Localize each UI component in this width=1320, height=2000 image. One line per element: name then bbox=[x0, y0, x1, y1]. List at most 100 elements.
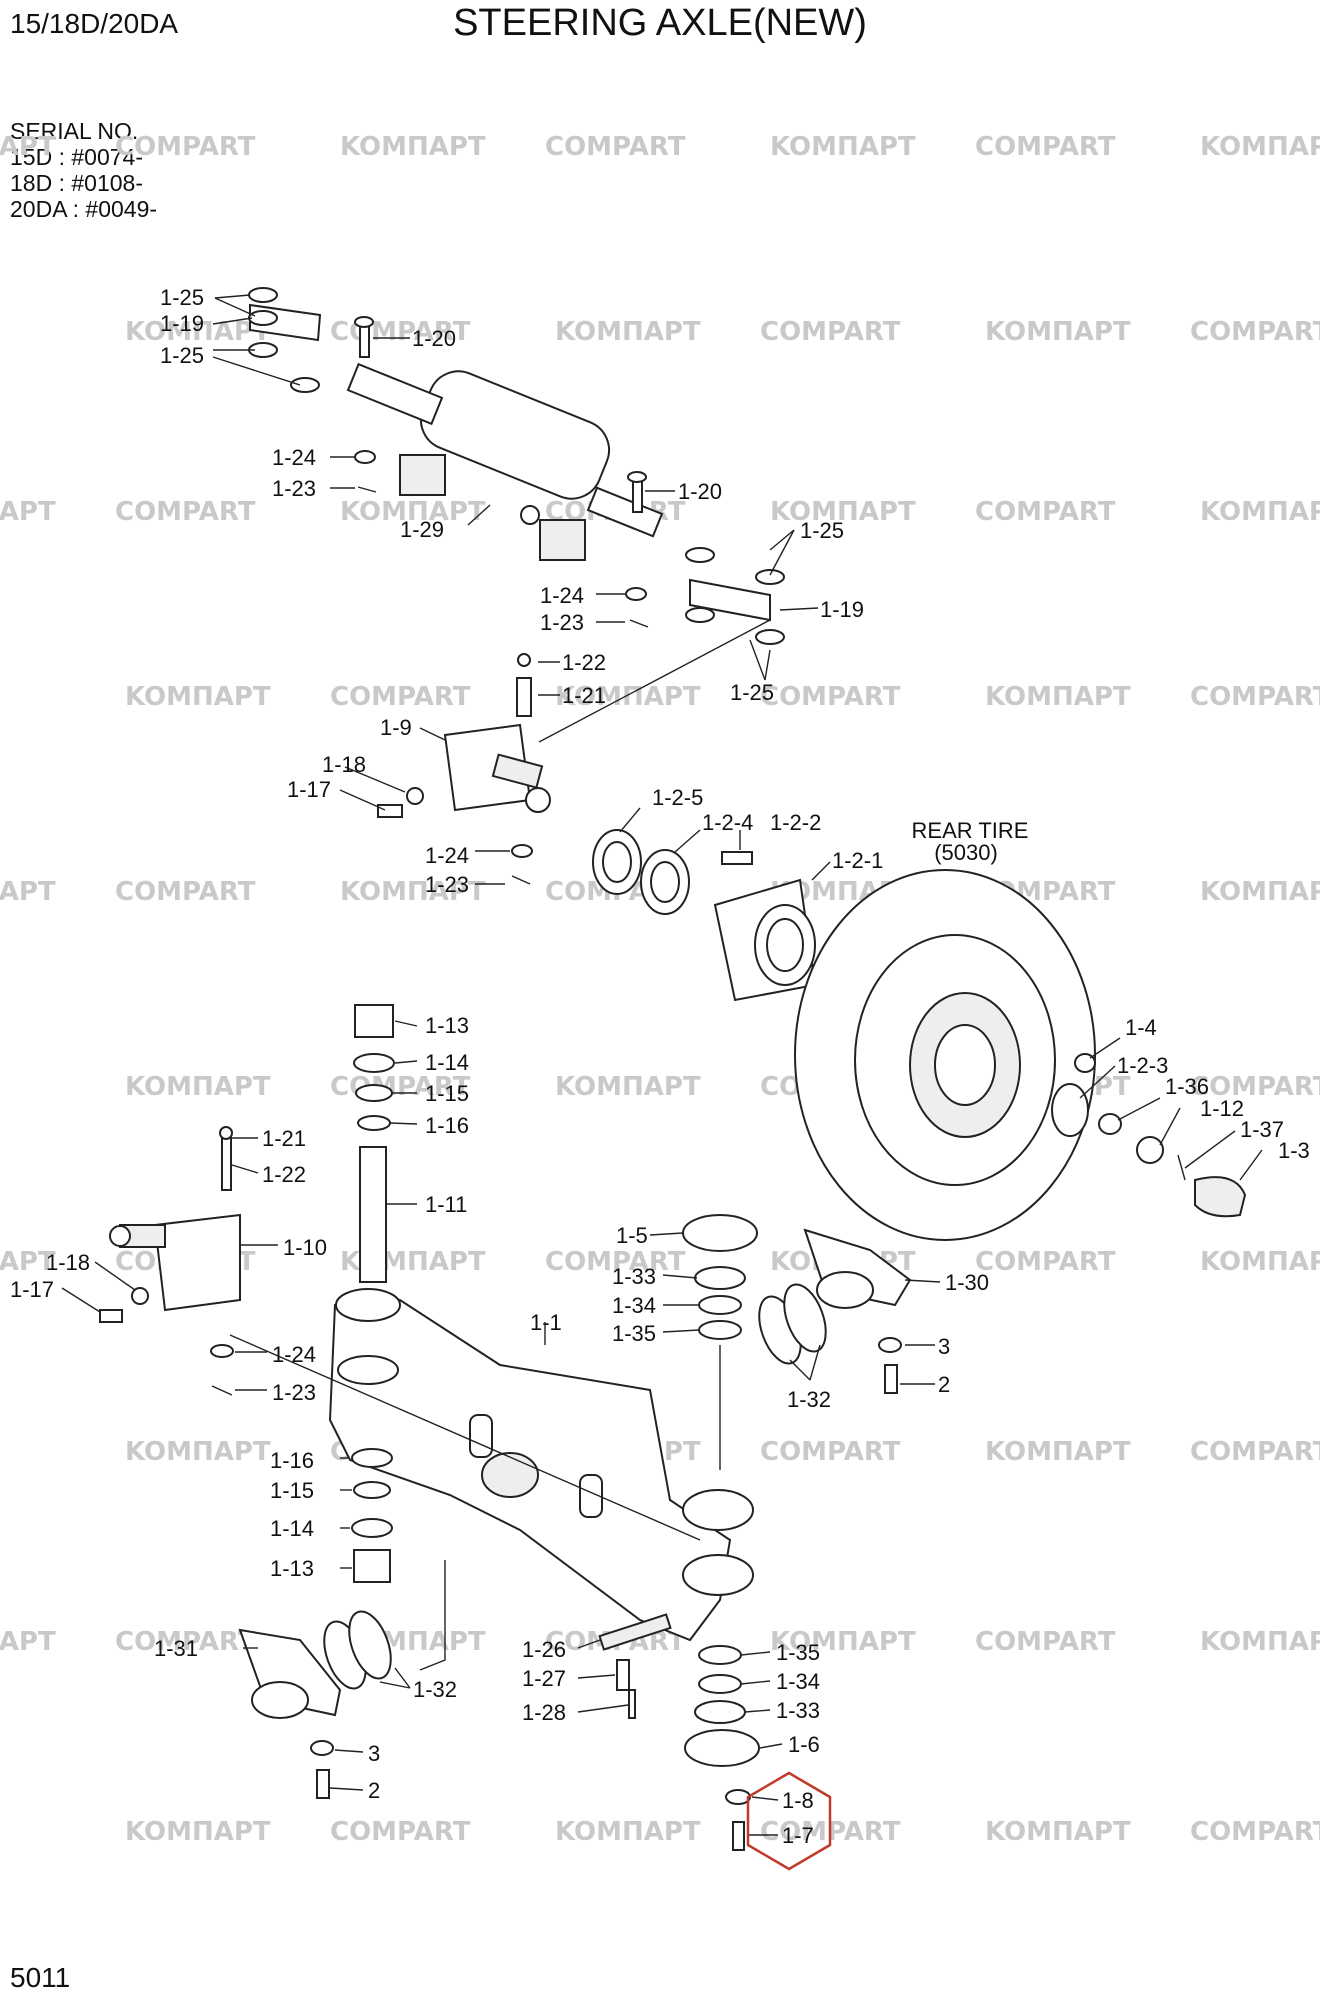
watermark-text: KOMΠAPT bbox=[1200, 132, 1320, 162]
watermark-text: KOMΠAPT bbox=[985, 682, 1131, 712]
callout-label: 1-31 bbox=[154, 1636, 198, 1661]
callout-label: 1-16 bbox=[270, 1448, 314, 1473]
watermark-text: COMPART bbox=[115, 132, 256, 162]
serial-line: 18D : #0108- bbox=[10, 170, 143, 196]
rear-tire bbox=[794, 869, 1247, 1241]
callout-label: 1-14 bbox=[270, 1516, 314, 1541]
callout-label: 3 bbox=[368, 1741, 380, 1766]
callout-label: 1-23 bbox=[272, 1380, 316, 1405]
tire-label-line1: REAR TIRE bbox=[912, 818, 1029, 843]
callout-label: 1-24 bbox=[425, 843, 469, 868]
part-callouts: 1-25 1-19 1-25 1-20 1-24 1-23 1-29 1-20 … bbox=[10, 285, 1310, 1848]
callout-label: 1-24 bbox=[272, 1342, 316, 1367]
knuckle-left bbox=[99, 1126, 241, 1396]
callout-label: 1-11 bbox=[425, 1192, 467, 1217]
watermark-text: KOMΠAPT bbox=[0, 1627, 56, 1657]
tire-label-line2: (5030) bbox=[934, 840, 998, 865]
callout-label: 1-33 bbox=[612, 1264, 656, 1289]
watermark-text: KOMΠAPT bbox=[770, 1627, 916, 1657]
watermark-text: KOMΠAPT bbox=[985, 1817, 1131, 1847]
callout-label: 1-2-1 bbox=[832, 848, 883, 873]
callout-label: 1-15 bbox=[270, 1478, 314, 1503]
callout-label: 1-18 bbox=[46, 1250, 90, 1275]
callout-label: 1-7 bbox=[782, 1823, 814, 1848]
watermark-text: COMPART bbox=[975, 132, 1116, 162]
watermark-text: KOMΠAPT bbox=[0, 1247, 56, 1277]
watermark-text: COMPART bbox=[115, 497, 256, 527]
callout-label: 1-3 bbox=[1278, 1138, 1310, 1163]
callout-label: 1-8 bbox=[782, 1788, 814, 1813]
callout-label: 1-27 bbox=[522, 1666, 566, 1691]
callout-label: 3 bbox=[938, 1334, 950, 1359]
callout-label: 1-13 bbox=[270, 1556, 314, 1581]
steering-cylinder bbox=[346, 362, 664, 561]
kingpin-stack bbox=[353, 1004, 395, 1283]
serial-line: 15D : #0074- bbox=[10, 144, 143, 170]
callout-label: 1-22 bbox=[562, 650, 606, 675]
watermark-text: COMPART bbox=[330, 682, 471, 712]
callout-label: 1-20 bbox=[678, 479, 722, 504]
callout-label: 1-21 bbox=[262, 1126, 306, 1151]
callout-label: 1-36 bbox=[1165, 1074, 1209, 1099]
watermark-text: COMPART bbox=[1190, 1817, 1320, 1847]
callout-label: 1-6 bbox=[788, 1732, 820, 1757]
callout-label: 1-34 bbox=[776, 1669, 820, 1694]
callout-label: 1-30 bbox=[945, 1270, 989, 1295]
callout-label: 1-23 bbox=[272, 476, 316, 501]
serial-line: 20DA : #0049- bbox=[10, 196, 158, 222]
callout-label: 1-18 bbox=[322, 752, 366, 777]
callout-label: 1-22 bbox=[262, 1162, 306, 1187]
watermark-text: COMPART bbox=[330, 317, 471, 347]
watermark-layer: KOMΠAPT COMPART KOMΠAPT COMPART KOMΠAPT COMPA… bbox=[0, 132, 1320, 1847]
callout-label: 1-21 bbox=[562, 683, 606, 708]
callout-label: 1-32 bbox=[787, 1387, 831, 1412]
watermark-text: KOMΠAPT bbox=[0, 877, 56, 907]
callout-label: 1-9 bbox=[380, 715, 412, 740]
watermark-text: COMPART bbox=[545, 1247, 686, 1277]
watermark-text: KOMΠAPT bbox=[985, 1437, 1131, 1467]
callout-label: 1-12 bbox=[1200, 1096, 1244, 1121]
callout-label: 1-32 bbox=[413, 1677, 457, 1702]
callout-label: 1-4 bbox=[1125, 1015, 1157, 1040]
callout-label: 1-25 bbox=[160, 343, 204, 368]
callout-label: 1-37 bbox=[1240, 1117, 1284, 1142]
leader-lines bbox=[61, 294, 1263, 1836]
watermark-text: KOMΠAPT bbox=[125, 317, 271, 347]
callout-label: 1-2-4 bbox=[702, 810, 753, 835]
callout-label: 1-23 bbox=[425, 872, 469, 897]
callout-label: 1-34 bbox=[612, 1293, 656, 1318]
watermark-text: COMPART bbox=[115, 877, 256, 907]
page-number: 5011 bbox=[10, 1962, 71, 1993]
watermark-text: COMPART bbox=[975, 1247, 1116, 1277]
callout-label: 1-10 bbox=[283, 1235, 327, 1260]
callout-label: 1-15 bbox=[425, 1081, 469, 1106]
callout-label: 1-35 bbox=[776, 1640, 820, 1665]
callout-label: 1-25 bbox=[730, 680, 774, 705]
watermark-text: COMPART bbox=[760, 317, 901, 347]
callout-label: 1-26 bbox=[522, 1637, 566, 1662]
callout-label: 1-33 bbox=[776, 1698, 820, 1723]
watermark-text: COMPART bbox=[330, 1072, 471, 1102]
watermark-text: KOMΠAPT bbox=[555, 317, 701, 347]
watermark-text: COMPART bbox=[1190, 1437, 1320, 1467]
serial-heading: SERIAL NO. bbox=[10, 118, 139, 144]
callout-label: 1-19 bbox=[160, 311, 204, 336]
watermark-text: COMPART bbox=[330, 1817, 471, 1847]
watermark-text: KOMΠAPT bbox=[125, 682, 271, 712]
callout-label: 1-24 bbox=[272, 445, 316, 470]
watermark-text: KOMΠAPT bbox=[340, 497, 486, 527]
callout-label: 1-2-5 bbox=[652, 785, 703, 810]
hub-assembly bbox=[592, 829, 817, 1002]
watermark-text: KOMΠAPT bbox=[555, 1817, 701, 1847]
pin-stack-right bbox=[682, 1214, 912, 1394]
callout-label: 1-19 bbox=[820, 597, 864, 622]
watermark-text: COMPART bbox=[975, 1627, 1116, 1657]
callout-label: 1-2-2 bbox=[770, 810, 821, 835]
callout-label: 2 bbox=[368, 1778, 380, 1803]
watermark-text: COMPART bbox=[975, 497, 1116, 527]
page-title: STEERING AXLE(NEW) bbox=[453, 2, 867, 44]
pins-and-washers-upper bbox=[354, 316, 649, 628]
watermark-text: KOMΠAPT bbox=[0, 497, 56, 527]
callout-label: 1-20 bbox=[412, 326, 456, 351]
